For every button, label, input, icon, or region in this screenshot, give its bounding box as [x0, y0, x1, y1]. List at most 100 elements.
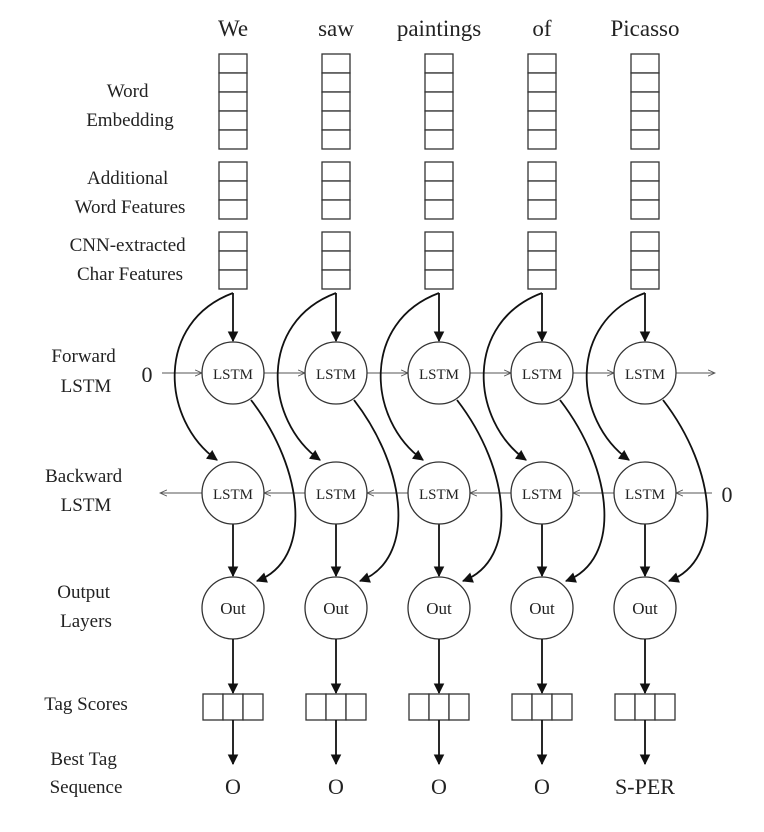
- node-circle: [201, 341, 265, 405]
- predicted-tag: O: [431, 774, 447, 799]
- node-label: Out: [529, 599, 555, 618]
- vector-cell: [424, 180, 454, 201]
- node-label: LSTM: [316, 487, 356, 503]
- score-cell: [428, 693, 450, 721]
- vector-cell: [527, 91, 557, 112]
- predicted-tag: O: [225, 774, 241, 799]
- forward-init-zero: 0: [142, 362, 153, 387]
- tag-scores-vector: [202, 693, 264, 721]
- score-cell: [614, 693, 636, 721]
- predicted-tag: S-PER: [615, 774, 675, 799]
- input-word: Picasso: [611, 16, 680, 41]
- vector-cell: [527, 199, 557, 220]
- vector-cell: [630, 269, 660, 290]
- vector-cell: [321, 91, 351, 112]
- vector-cell: [321, 129, 351, 150]
- word-embedding-vector: [527, 53, 557, 150]
- vector-cell: [321, 250, 351, 271]
- vector-cell: [527, 161, 557, 182]
- feature-to-backward-arrow: [482, 292, 543, 461]
- node-label: LSTM: [316, 367, 356, 383]
- additional-features-vector: [321, 161, 351, 220]
- vector-cell: [218, 231, 248, 252]
- score-cell: [242, 693, 264, 721]
- vector-cell: [527, 129, 557, 150]
- additional-features-vector: [424, 161, 454, 220]
- forward-lstm-node: LSTM: [201, 341, 265, 405]
- feature-to-backward-arrow: [585, 292, 646, 461]
- vector-cell: [527, 110, 557, 131]
- node-circle: [304, 341, 368, 405]
- input-word: of: [532, 16, 552, 41]
- vector-cell: [218, 110, 248, 131]
- backward-lstm-node: LSTM: [201, 461, 265, 525]
- node-circle: [510, 461, 574, 525]
- vector-cell: [630, 53, 660, 74]
- forward-lstm-node: LSTM: [304, 341, 368, 405]
- forward-to-output-arrow: [250, 399, 297, 583]
- node-label: LSTM: [625, 487, 665, 503]
- score-cell: [305, 693, 327, 721]
- node-circle: [407, 341, 471, 405]
- vector-cell: [527, 250, 557, 271]
- vector-cell: [218, 161, 248, 182]
- node-label: LSTM: [522, 487, 562, 503]
- node-label: Out: [323, 599, 349, 618]
- vector-cell: [527, 231, 557, 252]
- additional-features-vector: [630, 161, 660, 220]
- forward-to-output-arrow: [559, 399, 606, 583]
- input-word: We: [218, 16, 248, 41]
- vector-cell: [630, 110, 660, 131]
- predicted-tag: O: [328, 774, 344, 799]
- forward-lstm-node: LSTM: [510, 341, 574, 405]
- node-label: LSTM: [419, 367, 459, 383]
- char-features-vector: [630, 231, 660, 290]
- char-features-vector: [218, 231, 248, 290]
- vector-cell: [321, 72, 351, 93]
- node-label: LSTM: [213, 487, 253, 503]
- node-label: Out: [632, 599, 658, 618]
- score-cell: [345, 693, 367, 721]
- additional-features-vector: [527, 161, 557, 220]
- vector-cell: [321, 110, 351, 131]
- recurrent-connections: [160, 373, 715, 493]
- vector-cell: [424, 161, 454, 182]
- predicted-tag: O: [534, 774, 550, 799]
- score-cell: [551, 693, 573, 721]
- forward-lstm-node: LSTM: [613, 341, 677, 405]
- node-label: LSTM: [213, 367, 253, 383]
- backward-lstm-node: LSTM: [613, 461, 677, 525]
- char-features-vector: [321, 231, 351, 290]
- node-circle: [613, 341, 677, 405]
- score-cell: [222, 693, 244, 721]
- node-circle: [407, 461, 471, 525]
- backward-lstm-node: LSTM: [304, 461, 368, 525]
- vector-cell: [321, 199, 351, 220]
- feature-to-backward-arrow: [276, 292, 337, 461]
- vector-cell: [321, 53, 351, 74]
- vector-cell: [321, 180, 351, 201]
- vector-cell: [630, 72, 660, 93]
- char-features-vector: [424, 231, 454, 290]
- label-word-embedding: Word Embedding: [86, 81, 174, 131]
- feature-to-backward-arrow: [173, 292, 234, 461]
- word-embedding-vector: [218, 53, 248, 150]
- vector-cell: [630, 161, 660, 182]
- node-circle: [201, 461, 265, 525]
- vector-cell: [527, 53, 557, 74]
- output-node: Out: [407, 576, 471, 640]
- word-embedding-vector: [630, 53, 660, 150]
- vector-cell: [424, 269, 454, 290]
- tag-scores-vector: [614, 693, 676, 721]
- vector-cell: [321, 161, 351, 182]
- vector-cell: [218, 199, 248, 220]
- label-forward-lstm: Forward LSTM: [51, 346, 120, 397]
- vector-cell: [424, 110, 454, 131]
- char-features-vector: [527, 231, 557, 290]
- vector-cell: [218, 53, 248, 74]
